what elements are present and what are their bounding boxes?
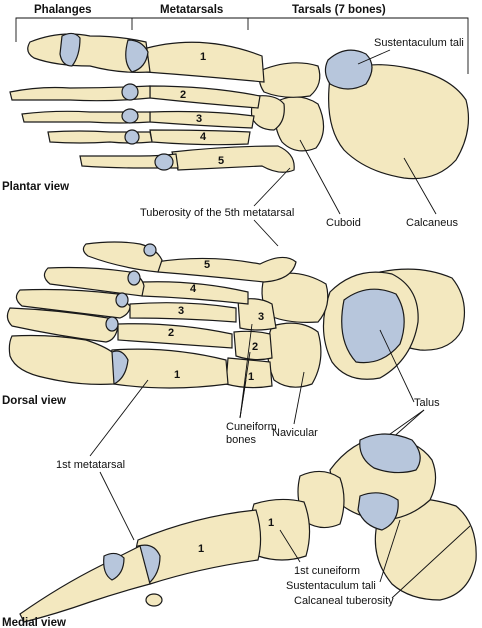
- header-brackets: Phalanges Metatarsals Tarsals (7 bones): [15, 4, 469, 74]
- medial-num-1-cuneiform: 1: [268, 517, 274, 529]
- label-tuberosity-5th: Tuberosity of the 5th metatarsal: [140, 207, 294, 219]
- dorsal-num-5: 5: [204, 259, 210, 271]
- header-metatarsals: Metatarsals: [160, 4, 223, 16]
- dorsal-numbers: 5 4 3 2 1 3 2 1: [168, 259, 264, 383]
- dorsal-cuneiform-2: 2: [252, 341, 258, 353]
- label-first-cuneiform: 1st cuneiform: [294, 565, 360, 577]
- medial-view-label: Medial view: [2, 617, 66, 628]
- dorsal-cuneiform-1: 1: [248, 371, 254, 383]
- dorsal-cuneiform-3: 3: [258, 311, 264, 323]
- medial-foot: [19, 433, 477, 623]
- label-sustentaculum-tali-top: Sustentaculum tali: [374, 37, 464, 49]
- medial-num-1-metatarsal: 1: [198, 543, 204, 555]
- label-cuboid: Cuboid: [326, 217, 361, 229]
- plantar-num-5: 5: [218, 155, 224, 167]
- dorsal-labels: Cuneiform bones Navicular Talus 1st meta…: [56, 323, 440, 541]
- header-phalanges: Phalanges: [34, 4, 92, 16]
- dorsal-num-3: 3: [178, 305, 184, 317]
- plantar-num-1: 1: [200, 51, 206, 63]
- plantar-numbers: 1 2 3 4 5: [180, 51, 224, 167]
- header-tarsals: Tarsals (7 bones): [292, 4, 386, 16]
- plantar-num-4: 4: [200, 131, 207, 143]
- plantar-num-2: 2: [180, 89, 186, 101]
- dorsal-num-1: 1: [174, 369, 180, 381]
- label-calcaneal-tuberosity: Calcaneal tuberosity: [294, 595, 394, 607]
- medial-numbers: 1 1: [198, 517, 274, 555]
- label-cuneiform-line2: bones: [226, 434, 256, 446]
- dorsal-num-4: 4: [190, 283, 197, 295]
- plantar-foot: [9, 32, 470, 180]
- label-talus: Talus: [414, 397, 440, 409]
- label-sustentaculum-tali-bottom: Sustentaculum tali: [286, 580, 376, 592]
- plantar-labels: Sustentaculum tali Tuberosity of the 5th…: [140, 37, 464, 247]
- dorsal-num-2: 2: [168, 327, 174, 339]
- dorsal-view-label: Dorsal view: [2, 395, 66, 407]
- medial-labels: 1st cuneiform Sustentaculum tali Calcane…: [279, 519, 471, 607]
- plantar-num-3: 3: [196, 113, 202, 125]
- plantar-view-label: Plantar view: [2, 181, 69, 193]
- dorsal-foot: [6, 241, 465, 389]
- label-cuneiform-bones: Cuneiform bones: [226, 421, 280, 446]
- label-cuneiform-line1: Cuneiform: [226, 421, 277, 433]
- label-calcaneus: Calcaneus: [406, 217, 458, 229]
- label-first-metatarsal: 1st metatarsal: [56, 459, 125, 471]
- label-navicular: Navicular: [272, 427, 318, 439]
